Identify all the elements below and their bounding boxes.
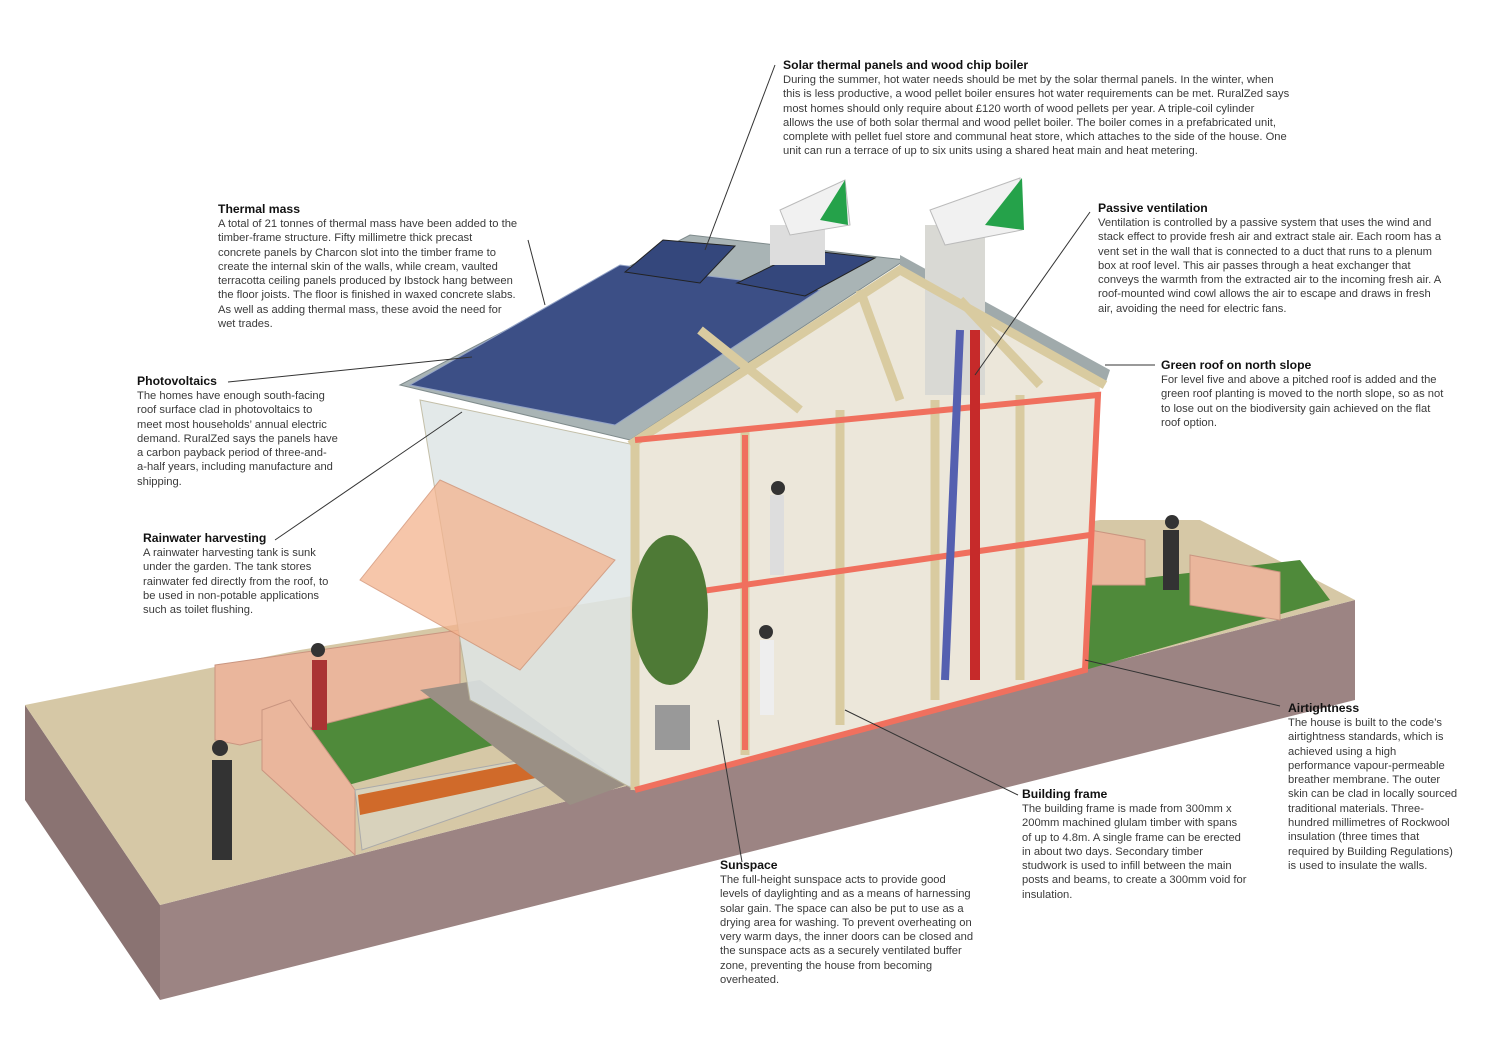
garden-wall-front [261,699,356,857]
callout-body-line: A total of 21 tonnes of thermal mass hav… [218,218,518,230]
callout-body-line: skin can be clad in locally sourced [1288,788,1458,801]
callout-body-line: hundred millimetres of Rockwool [1288,817,1450,830]
callout-body-line: shipping. [137,475,182,488]
callout-body-line: terracotta ceiling panels produced by Ib… [218,275,513,288]
wind-cowl-left [770,179,851,265]
callout-solar-thermal: Solar thermal panels and wood chip boile… [783,58,1289,159]
photovoltaic-array [408,264,822,426]
callout-body-line: very warm days, the inner doors can be c… [720,931,974,944]
callout-title: Photovoltaics [137,374,217,388]
callout-body-line: traditional materials. Three- [1288,802,1424,815]
callout-body-line: is used to insulate the walls. [1288,859,1428,872]
callout-body-line: box at roof level. This air passes throu… [1098,259,1411,272]
callout-body-line: studwork is used to infill between the m… [1022,860,1232,873]
supply-duct [941,329,964,681]
callout-body-line: posts and beams, to create a 300mm void … [1022,874,1247,887]
callout-body-line: The full-height sunspace acts to provide… [720,874,946,886]
callout-body-line: the sunspace acts as a securely ventilat… [720,945,962,958]
garden-wall-right-2 [1189,554,1281,621]
callout-body-line: timber-frame structure. Fifty millimetre… [218,232,473,245]
callout-body-line: green roof planting is moved to the nort… [1161,388,1444,401]
callout-body-line: For level five and above a pitched roof … [1161,374,1437,386]
callout-body-line: solar gain. The space can also be put to… [720,902,964,915]
callout-body-line: achieved using a high [1288,745,1397,758]
callout-body-line: insulation (three times that [1288,831,1420,844]
callout-body-line: in about two days. Secondary timber [1022,845,1203,858]
callout-body-line: meet most households’ annual electric [137,418,327,431]
callout-body-line: to lose out on the biodiversity gain ach… [1161,402,1431,415]
callout-body-line: such as toilet flushing. [143,604,254,617]
callout-body-line: insulation. [1022,888,1073,901]
callout-title: Rainwater harvesting [143,531,267,545]
callout-body-line: of up to 4.8m. A single frame can be ere… [1022,831,1241,844]
callout-body-line: stack effect to provide fresh air and ex… [1098,231,1442,244]
timber-deck [420,680,625,805]
callout-body-line: 200mm machined glulam timber with spans [1022,817,1238,830]
callout-body-line: The homes have enough south-facing [137,390,325,402]
callout-body-line: levels of daylighting and as a means of … [720,888,971,901]
callout-body-line: unit can run a terrace of up to six unit… [783,145,1198,158]
callout-body-line: under the garden. The tank stores [143,561,312,574]
callout-body-line: During the summer, hot water needs shoul… [783,74,1274,86]
tree [632,535,708,685]
callout-title: Building frame [1022,787,1108,801]
callout-body-line: concrete panels by Charcon slot into the… [218,246,496,259]
callout-body-line: most homes should only require about £12… [783,102,1255,115]
callout-body-line: The building frame is made from 300mm x [1022,803,1232,815]
callout-body-line: conveys the warmth from the extracted ai… [1098,274,1442,287]
callout-body-line: As well as adding thermal mass, these av… [218,303,502,316]
callout-body-line: required by Building Regulations) [1288,845,1453,858]
sunshade-awning [359,479,616,671]
callout-thermal-mass: Thermal mass A total of 21 tonnes of ther… [218,202,517,331]
solar-thermal-panel-1 [623,239,737,284]
callout-body-line: this is less productive, a wood pellet b… [783,88,1290,101]
callout-title: Sunspace [720,858,778,872]
callout-body-line: roof surface clad in photovoltaics to [137,404,313,417]
callout-body-line: rainwater fed directly from the roof, to [143,575,329,588]
garden-wall-right-1 [1089,529,1146,586]
callout-body-line: wet trades. [218,318,273,331]
callout-body-line: drying area for washing. To prevent over… [720,916,972,929]
callout-body-line: a carbon payback period of three-and- [137,447,327,460]
callout-body-line: a-half years, including manufacture and [137,461,333,474]
callout-body-line: vent set in the wall that is connected t… [1098,245,1432,258]
callout-body-line: roof-mounted wind cowl allows the air to… [1098,288,1431,301]
people [212,481,1179,860]
flowers [358,758,550,815]
callout-body-line: breather membrane. The outer [1288,774,1441,787]
callout-body-line: demand. RuralZed says the panels have [137,432,338,445]
tree-pot [655,705,690,750]
ground-slab-front-face [160,600,1355,1000]
callout-title: Green roof on north slope [1161,358,1312,372]
callout-body-line: performance vapour-permeable [1288,759,1445,772]
ground-slab-left-face [25,705,160,1000]
callout-title: Solar thermal panels and wood chip boile… [783,58,1029,72]
callout-body-line: allows the use of both solar thermal and… [783,116,1276,129]
callout-rainwater-harvesting: Rainwater harvesting A rainwater harvesti… [143,531,328,617]
callout-title: Airtightness [1288,701,1360,715]
callout-body-line: be used in non-potable applications [143,589,320,602]
callout-body-line: the floor joists. The floor is finished … [218,289,516,302]
callout-body-line: airtightness standards, which is [1288,731,1444,744]
callout-title: Thermal mass [218,202,300,216]
callout-body-line: roof option. [1161,416,1217,429]
callout-body-line: create the internal skin of the walls, w… [218,260,498,273]
callout-body-line: complete with pellet fuel store and comm… [783,131,1287,144]
insulated-frame-outline [634,391,1102,793]
glulam-frame [627,264,1108,790]
callout-body-line: A rainwater harvesting tank is sunk [143,547,316,559]
callout-title: Passive ventilation [1098,201,1208,215]
callout-body-line: air, avoiding the need for electric fans… [1098,302,1287,315]
callout-body-line: overheated. [720,974,780,987]
leader-lines [227,64,1281,863]
callout-body-line: The house is built to the code’s [1288,717,1443,729]
callout-body-line: Ventilation is controlled by a passive s… [1098,217,1432,229]
callout-body-line: zone, preventing the house from becoming [720,959,933,972]
